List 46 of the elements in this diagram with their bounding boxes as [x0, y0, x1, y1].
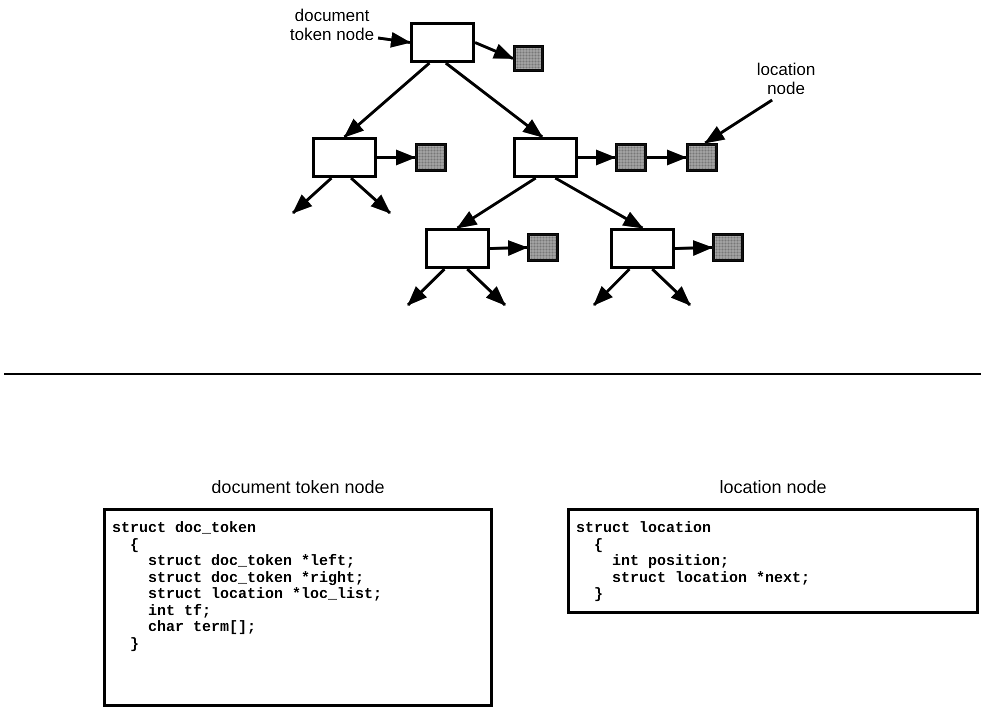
arrow	[292, 176, 332, 214]
arrow	[378, 32, 411, 48]
arrow	[406, 268, 446, 306]
code-line: int position;	[611, 554, 730, 570]
arrow	[377, 150, 416, 166]
location-square	[513, 45, 544, 72]
code-line: struct doc_token *left;	[147, 554, 356, 570]
location-square	[712, 233, 744, 262]
code-line: int tf;	[147, 604, 212, 620]
arrow	[466, 268, 506, 306]
arrow	[647, 150, 687, 166]
struct-heading: document token node	[210, 476, 386, 498]
code-line: {	[593, 538, 604, 554]
callout-label: document token node	[288, 6, 376, 44]
arrow	[344, 62, 430, 138]
code-line: char term[];	[147, 620, 258, 636]
location-square	[615, 143, 647, 172]
code-line: {	[129, 538, 140, 554]
code-line: }	[129, 636, 140, 653]
arrow	[651, 268, 692, 306]
code-line: struct location *loc_list;	[147, 587, 384, 604]
tree-node-box	[312, 137, 377, 178]
code-line: struct location	[576, 521, 712, 538]
location-square	[415, 143, 447, 172]
code-line: }	[593, 587, 604, 604]
tree-node-box	[410, 22, 475, 63]
code-line: struct doc_token *right;	[147, 570, 366, 587]
arrow	[704, 98, 773, 144]
arrow	[592, 268, 631, 306]
code-line: struct location *next;	[611, 570, 812, 587]
struct-heading: location node	[718, 476, 828, 498]
location-square	[527, 233, 559, 262]
arrow	[674, 240, 713, 256]
arrow	[490, 240, 528, 256]
tree-node-box	[610, 228, 675, 269]
code-line: struct doc_token	[112, 521, 258, 538]
tree-node-box	[425, 228, 490, 269]
arrow	[444, 62, 544, 138]
arrow	[578, 150, 616, 166]
arrow	[350, 176, 391, 214]
tree-node-box	[513, 137, 578, 178]
callout-label: location node	[756, 60, 816, 98]
arrow	[554, 176, 644, 230]
arrow	[474, 41, 514, 60]
arrow	[456, 176, 537, 230]
location-square	[686, 143, 718, 172]
